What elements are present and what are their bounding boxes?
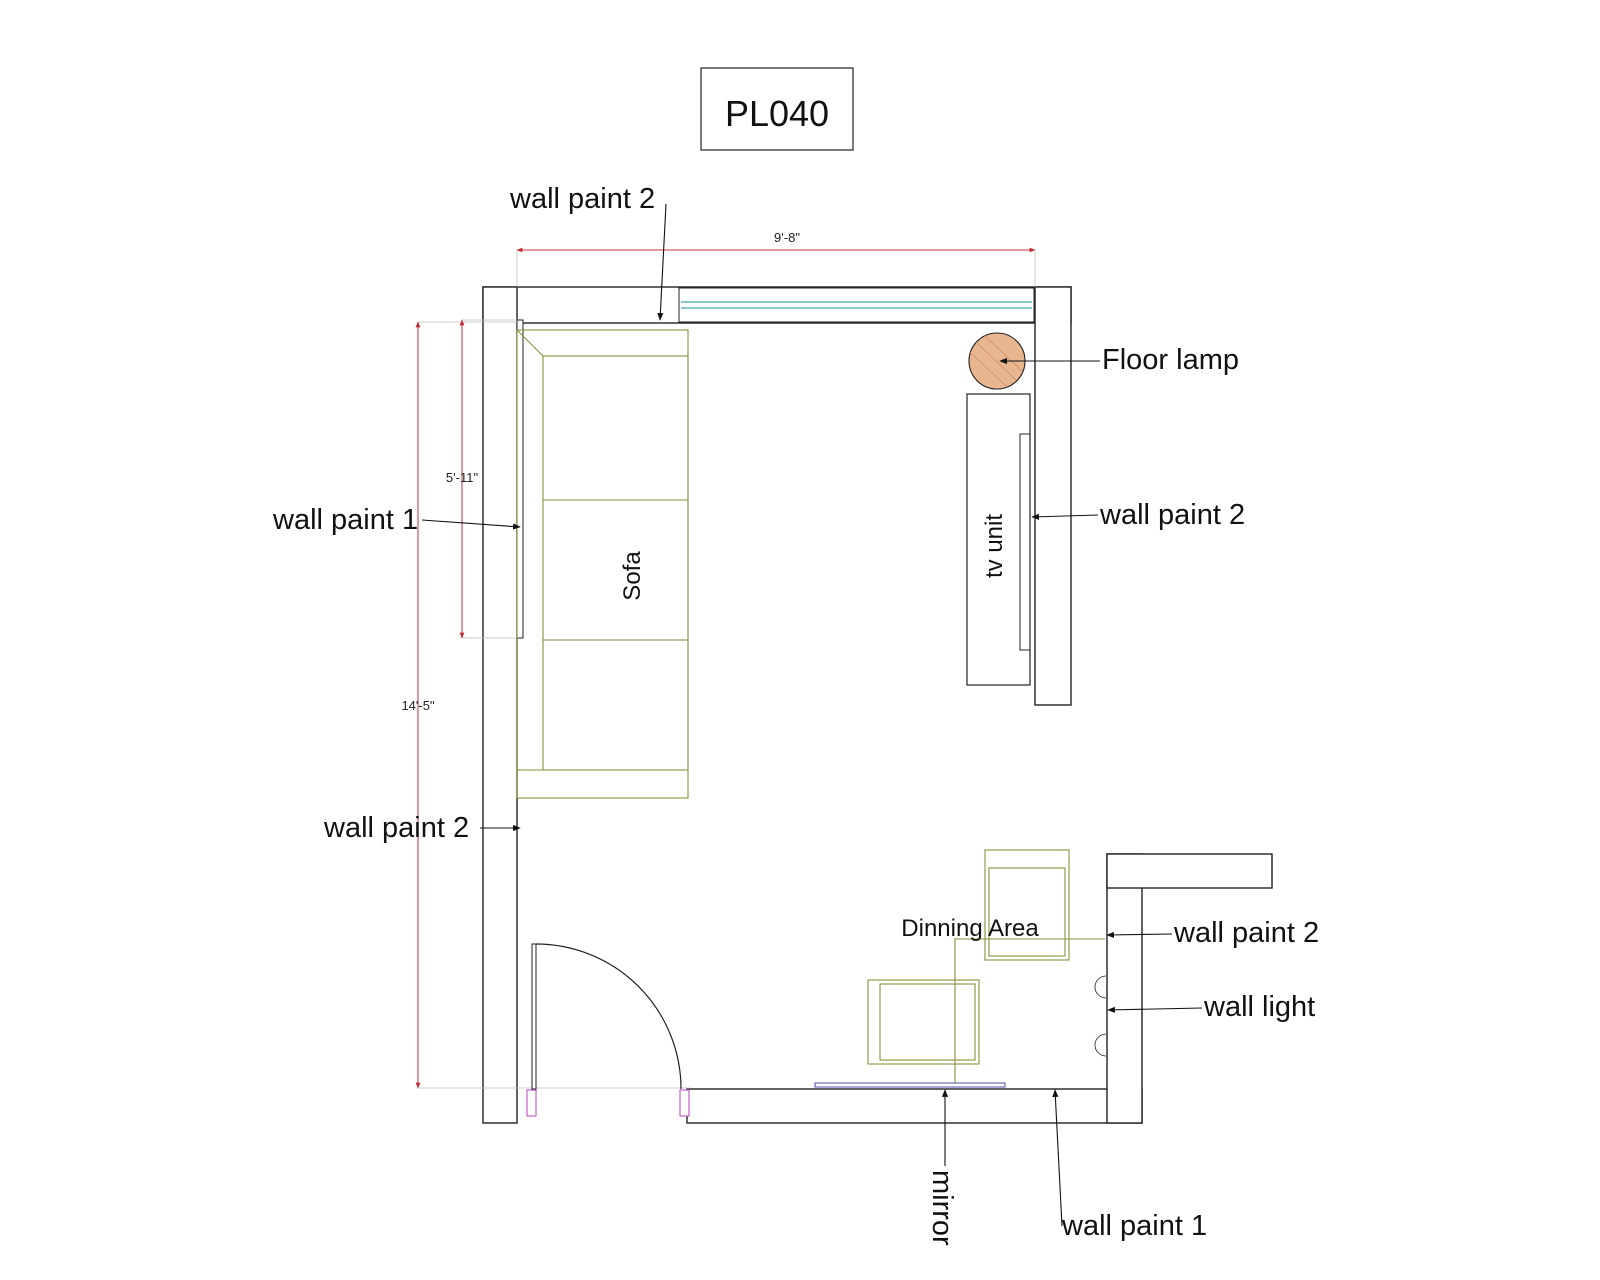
- dimension-left-height: 14'-5": [401, 698, 435, 713]
- callout-mirror: mirror: [926, 1170, 958, 1246]
- dimensions: 9'-8" 14'-5" 5'-11": [401, 230, 1036, 1089]
- tv-unit: tv unit: [966, 393, 1031, 686]
- walls: [482, 286, 1273, 1124]
- mirror: [814, 1082, 1006, 1088]
- wall-lights: [1094, 975, 1107, 1057]
- dimension-sofa-wall: 5'-11": [446, 470, 479, 485]
- dining-area: Dinning Area: [867, 849, 1105, 1086]
- plan-title: PL040: [725, 93, 829, 134]
- callouts: wall paint 2 Floor lamp wall paint 1 wal…: [272, 183, 1319, 1246]
- callout-bottom-wall: wall paint 1: [1061, 1210, 1207, 1242]
- dimension-top-width: 9'-8": [774, 230, 800, 245]
- callout-right-wall: wall paint 2: [1099, 499, 1245, 531]
- callout-left-wall-1: wall paint 1: [272, 504, 418, 536]
- callout-dining-wall: wall paint 2: [1173, 917, 1319, 949]
- callout-top-wall: wall paint 2: [509, 183, 655, 215]
- dining-label: Dinning Area: [901, 915, 1039, 942]
- tv-unit-label: tv unit: [981, 514, 1008, 578]
- entry-door: [526, 943, 690, 1117]
- callout-wall-light: wall light: [1203, 991, 1315, 1023]
- callout-floor-lamp: Floor lamp: [1102, 344, 1239, 376]
- callout-left-wall-2: wall paint 2: [323, 812, 469, 844]
- sofa-label: Sofa: [619, 551, 646, 601]
- title-block: PL040: [700, 67, 854, 151]
- sofa: Sofa: [516, 329, 689, 799]
